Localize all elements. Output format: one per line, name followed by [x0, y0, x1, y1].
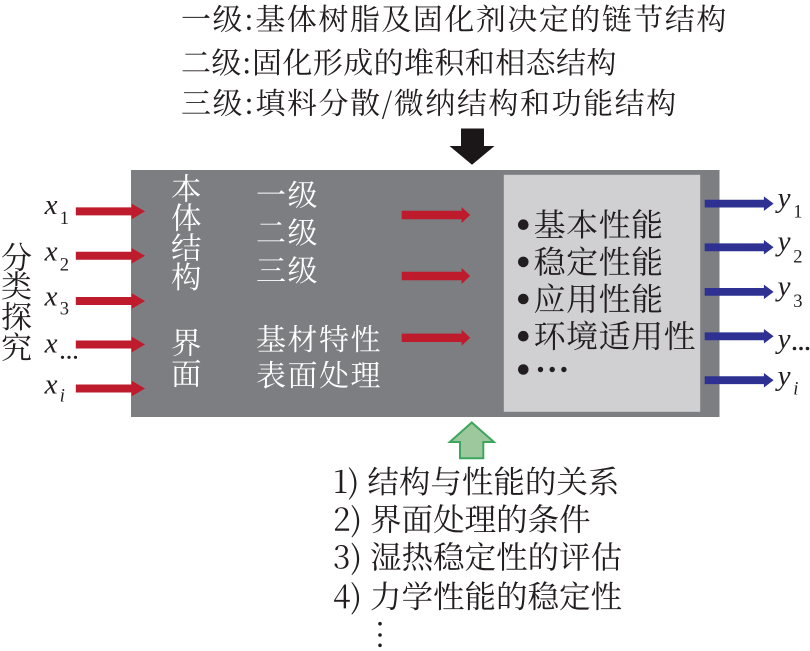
svg-text:i: i	[793, 380, 798, 400]
svg-text:x: x	[44, 369, 58, 401]
svg-text:3: 3	[60, 300, 69, 320]
svg-text:x: x	[44, 280, 58, 312]
svg-text:y: y	[775, 360, 791, 392]
svg-text:y: y	[775, 182, 791, 214]
svg-text:1: 1	[793, 203, 802, 223]
svg-text:x: x	[44, 236, 58, 268]
svg-text:y: y	[775, 271, 791, 303]
svg-text:x: x	[44, 327, 58, 359]
svg-text:x: x	[44, 189, 58, 221]
svg-text:1: 1	[60, 209, 69, 229]
svg-text:y: y	[775, 323, 791, 355]
svg-text:i: i	[60, 387, 65, 407]
svg-text:2: 2	[793, 248, 802, 268]
svg-text:3: 3	[793, 292, 802, 312]
svg-text:y: y	[775, 226, 791, 258]
svg-text:2: 2	[60, 256, 69, 276]
